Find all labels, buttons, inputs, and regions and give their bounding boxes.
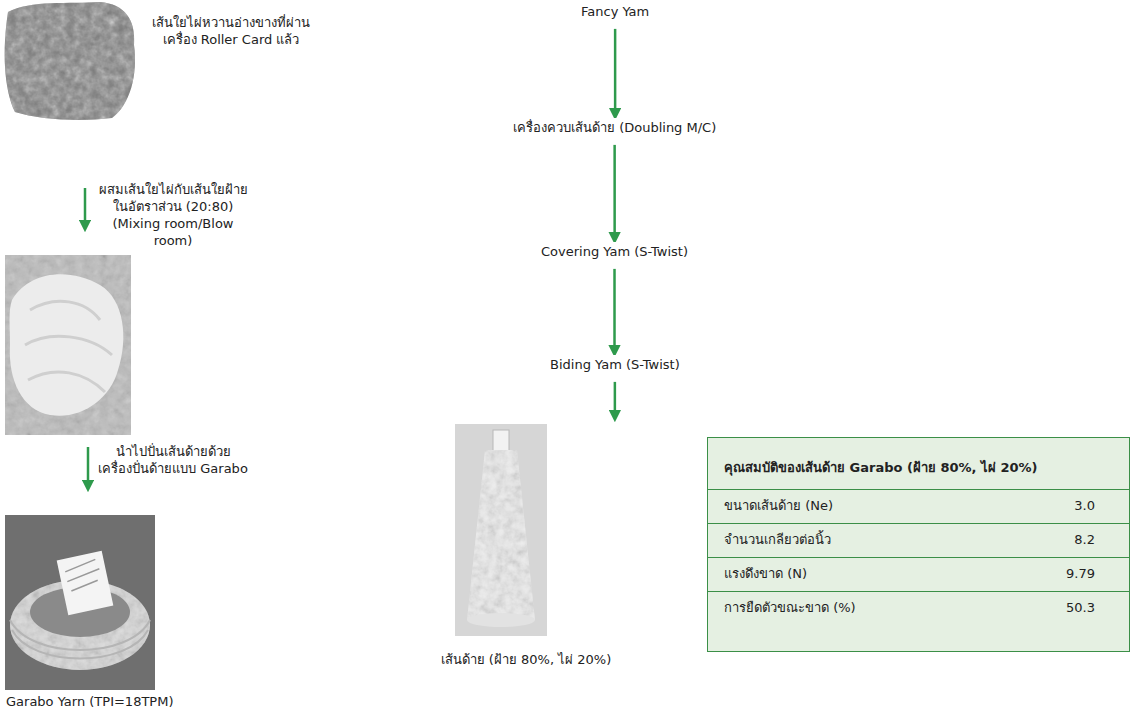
flow-arrow [614,382,617,416]
yarn-cone-photo [455,424,547,636]
process-arrow [84,188,87,226]
yarn-ring-photo [5,515,155,690]
process-arrow [87,447,90,486]
step-note: นำไปปั่นเส้นด้ายด้วย เครื่องปั่นด้ายแบบ … [98,444,248,478]
property-table: คุณสมบัติของเส้นด้าย Garabo (ฝ้าย 80%, ไ… [707,437,1130,652]
property-value: 9.79 [1066,566,1095,583]
property-name: ขนาดเส้นด้าย (Ne) [724,498,833,515]
flow-arrow [613,269,616,351]
blend-photo [5,255,131,435]
step-text: เครื่องควบเส้นด้าย (Doubling M/C) [513,120,716,137]
property-value: 8.2 [1074,532,1095,549]
property-name: การยืดตัวขณะขาด (%) [724,600,856,617]
flow-arrow [614,29,617,114]
photo-caption: เส้นใยไผ่หวานอ่างขางที่ผ่าน เครื่อง Roll… [146,15,316,49]
table-heading: คุณสมบัติของเส้นด้าย Garabo (ฝ้าย 80%, ไ… [708,438,1129,489]
process-step: เครื่องควบเส้นด้าย (Doubling M/C) [509,118,720,139]
step-text: Biding Yam (S-Twist) [550,357,680,374]
process-step: Biding Yam (S-Twist) [546,355,684,376]
table-row: จำนวนเกลียวต่อนิ้ว 8.2 [708,523,1129,557]
table-row: การยืดตัวขณะขาด (%) 50.3 [708,591,1129,625]
process-step: Fancy Yam [577,2,653,23]
step-note: ผสมเส้นใยไผ่กับเส้นใยฝ้าย ในอัตราส่วน (2… [98,182,248,250]
table-row: แรงดึงขาด (N) 9.79 [708,557,1129,591]
flow-arrow [613,145,616,238]
property-name: จำนวนเกลียวต่อนิ้ว [724,532,831,549]
step-text: Fancy Yam [581,4,649,21]
step-text: Covering Yam (S-Twist) [541,244,688,261]
table-row: ขนาดเส้นด้าย (Ne) 3.0 [708,489,1129,523]
property-name: แรงดึงขาด (N) [724,566,807,583]
yarn-product: เส้นด้าย (ฝ้าย 80%, ไผ่ 20%) [440,420,625,678]
property-value: 50.3 [1066,600,1095,617]
photo-caption: เส้นด้าย (ฝ้าย 80%, ไผ่ 20%) [440,652,612,669]
process-step: Covering Yam (S-Twist) [537,242,692,263]
photo-caption: Garabo Yarn (TPI=18TPM) [6,694,246,711]
property-value: 3.0 [1074,498,1095,515]
fibre-photo [5,2,135,120]
